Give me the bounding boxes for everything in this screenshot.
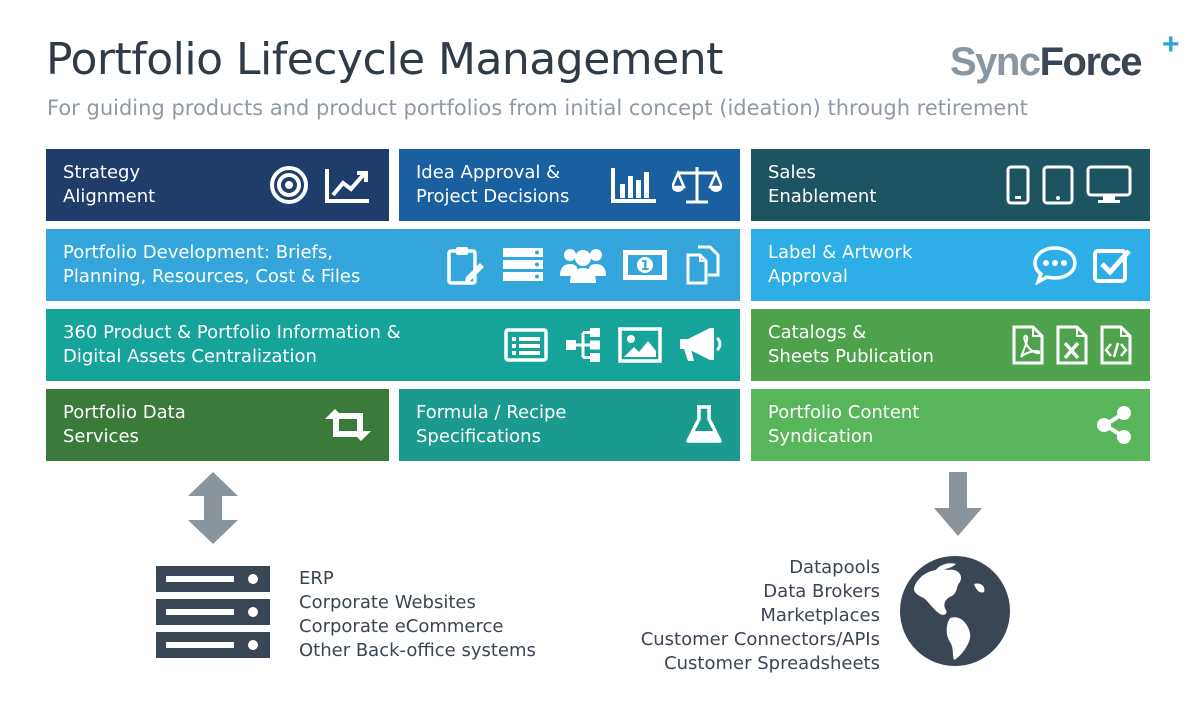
server-icon [156, 566, 270, 658]
tile-label: Strategy Alignment [63, 162, 156, 207]
tile-idea-approval: Idea Approval & Project Decisions [399, 149, 740, 221]
tile-formula-recipe: Formula / Recipe Specifications [399, 389, 740, 461]
money-icon: 1 [623, 250, 667, 280]
tile-label: Portfolio Data Services [63, 402, 186, 447]
list-item: ERP [299, 568, 334, 589]
list-item: Other Back-office systems [299, 640, 536, 661]
image-icon [618, 327, 662, 363]
tile-portfolio-development: Portfolio Development: Briefs, Planning,… [46, 229, 740, 301]
list-item: Corporate Websites [299, 592, 476, 613]
monitor-icon [1086, 165, 1132, 203]
list-item: Customer Connectors/APIs [640, 629, 880, 650]
tile-catalogs: Catalogs & Sheets Publication [751, 309, 1150, 381]
tile-label: Portfolio Content Syndication [768, 402, 920, 447]
tile-data-services: Portfolio Data Services [46, 389, 389, 461]
page-subtitle: For guiding products and product portfol… [47, 96, 1028, 120]
files-icon [686, 245, 720, 285]
share-icon [1097, 406, 1131, 444]
globe-icon [900, 556, 1010, 666]
tile-label: Catalogs & Sheets Publication [768, 322, 934, 367]
chat-bubble-icon [1033, 246, 1077, 285]
tile-360-information: 360 Product & Portfolio Information & Di… [46, 309, 740, 381]
list-item: Customer Spreadsheets [664, 653, 880, 674]
excel-file-icon [1056, 325, 1088, 365]
line-chart-icon [325, 169, 369, 203]
scales-icon [672, 167, 722, 204]
list-item: Corporate eCommerce [299, 616, 504, 637]
flask-icon [686, 405, 722, 443]
svg-text:1: 1 [640, 259, 649, 274]
phone-icon [1006, 165, 1030, 205]
tile-label: 360 Product & Portfolio Information & Di… [63, 322, 401, 367]
code-file-icon [1100, 325, 1132, 365]
bar-chart-icon [611, 168, 656, 203]
tile-label: Portfolio Development: Briefs, Planning,… [63, 242, 361, 287]
tile-sales-enablement: Sales Enablement [751, 149, 1150, 221]
logo-force: Force [1039, 40, 1143, 84]
list-item: Datapools [789, 557, 880, 578]
tile-content-syndication: Portfolio Content Syndication [751, 389, 1150, 461]
list-item: Data Brokers [763, 581, 880, 602]
external-list: Datapools Data Brokers Marketplaces Cust… [600, 556, 880, 676]
tile-strategy-alignment: Strategy Alignment [46, 149, 389, 221]
tile-label: Formula / Recipe Specifications [416, 402, 567, 447]
page-title: Portfolio Lifecycle Management [46, 34, 723, 85]
syncforce-logo: SyncForce + [950, 28, 1180, 85]
logo-plus: + [1162, 28, 1180, 61]
clipboard-edit-icon [447, 247, 484, 285]
list-icon [504, 328, 548, 362]
target-icon [270, 166, 308, 204]
pdf-file-icon [1012, 325, 1044, 365]
server-stack-icon [503, 248, 543, 281]
users-icon [560, 249, 606, 283]
retweet-icon [325, 409, 371, 441]
logo-sync: Sync [950, 40, 1041, 84]
list-item: Marketplaces [760, 605, 880, 626]
tile-label: Idea Approval & Project Decisions [416, 162, 570, 207]
megaphone-icon [680, 328, 722, 361]
backoffice-list: ERP Corporate Websites Corporate eCommer… [299, 567, 536, 663]
tablet-icon [1042, 165, 1074, 205]
tile-label: Sales Enablement [768, 162, 877, 207]
hierarchy-icon [566, 328, 600, 362]
tile-label-artwork: Label & Artwork Approval [751, 229, 1150, 301]
down-arrow [934, 472, 982, 536]
checkbox-icon [1093, 249, 1131, 283]
tile-label: Label & Artwork Approval [768, 242, 913, 287]
bidirectional-arrow [188, 472, 238, 544]
